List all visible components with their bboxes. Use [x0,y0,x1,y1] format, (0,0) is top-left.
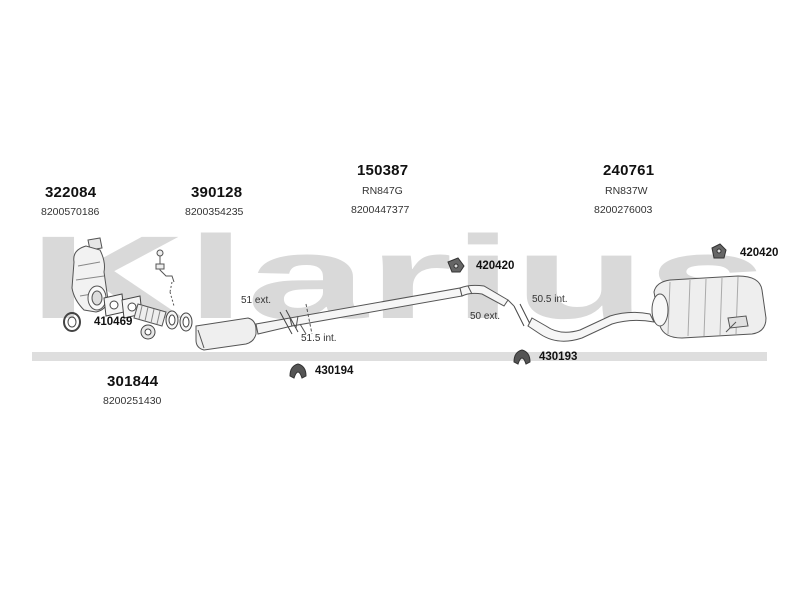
sealing-ring-icon [165,310,193,332]
fitting-420420-rear: 420420 [740,247,779,259]
oem-number-322084: 8200570186 [41,206,100,218]
flange-gasket-icon [103,293,143,319]
oem-number-240761: 8200276003 [594,204,653,216]
cut-mark-icon [279,303,531,335]
oem-number-150387: 8200447377 [351,204,410,216]
oem-number-301844: 8200251430 [103,395,162,407]
oxygen-sensor-icon [155,249,175,307]
rear-silencer-icon [651,275,767,339]
dimension-51-5-int: 51.5 int. [301,333,337,344]
ref-code-150387: RN847G [362,185,403,197]
oem-number-390128: 8200354235 [185,206,244,218]
part-number-322084: 322084 [45,184,97,201]
dimension-50-ext: 50 ext. [470,311,501,322]
flexible-pipe-icon [133,303,167,327]
pipe-clamp-icon [140,324,156,340]
part-number-301844: 301844 [107,373,159,390]
part-number-240761: 240761 [603,162,655,179]
rubber-hanger-icon [289,349,531,379]
part-number-390128: 390128 [191,184,243,201]
ref-code-240761: RN837W [605,185,648,197]
catalytic-converter-icon [71,237,109,313]
fitting-430194: 430194 [315,365,354,377]
watermark-underline [32,352,767,361]
mounting-bracket-icon [447,243,727,273]
fitting-430193: 430193 [539,351,578,363]
dimension-51-ext: 51 ext. [241,295,272,306]
centre-silencer-icon [195,317,293,351]
clamp-ring-icon [63,312,81,332]
part-number-150387: 150387 [357,162,409,179]
dimension-50-5-int: 50.5 int. [532,294,568,305]
fitting-420420-bracket: 420420 [476,260,515,272]
intermediate-pipe-icon [289,284,509,335]
rear-pipe-icon [507,299,655,342]
fitting-410469: 410469 [94,316,133,328]
